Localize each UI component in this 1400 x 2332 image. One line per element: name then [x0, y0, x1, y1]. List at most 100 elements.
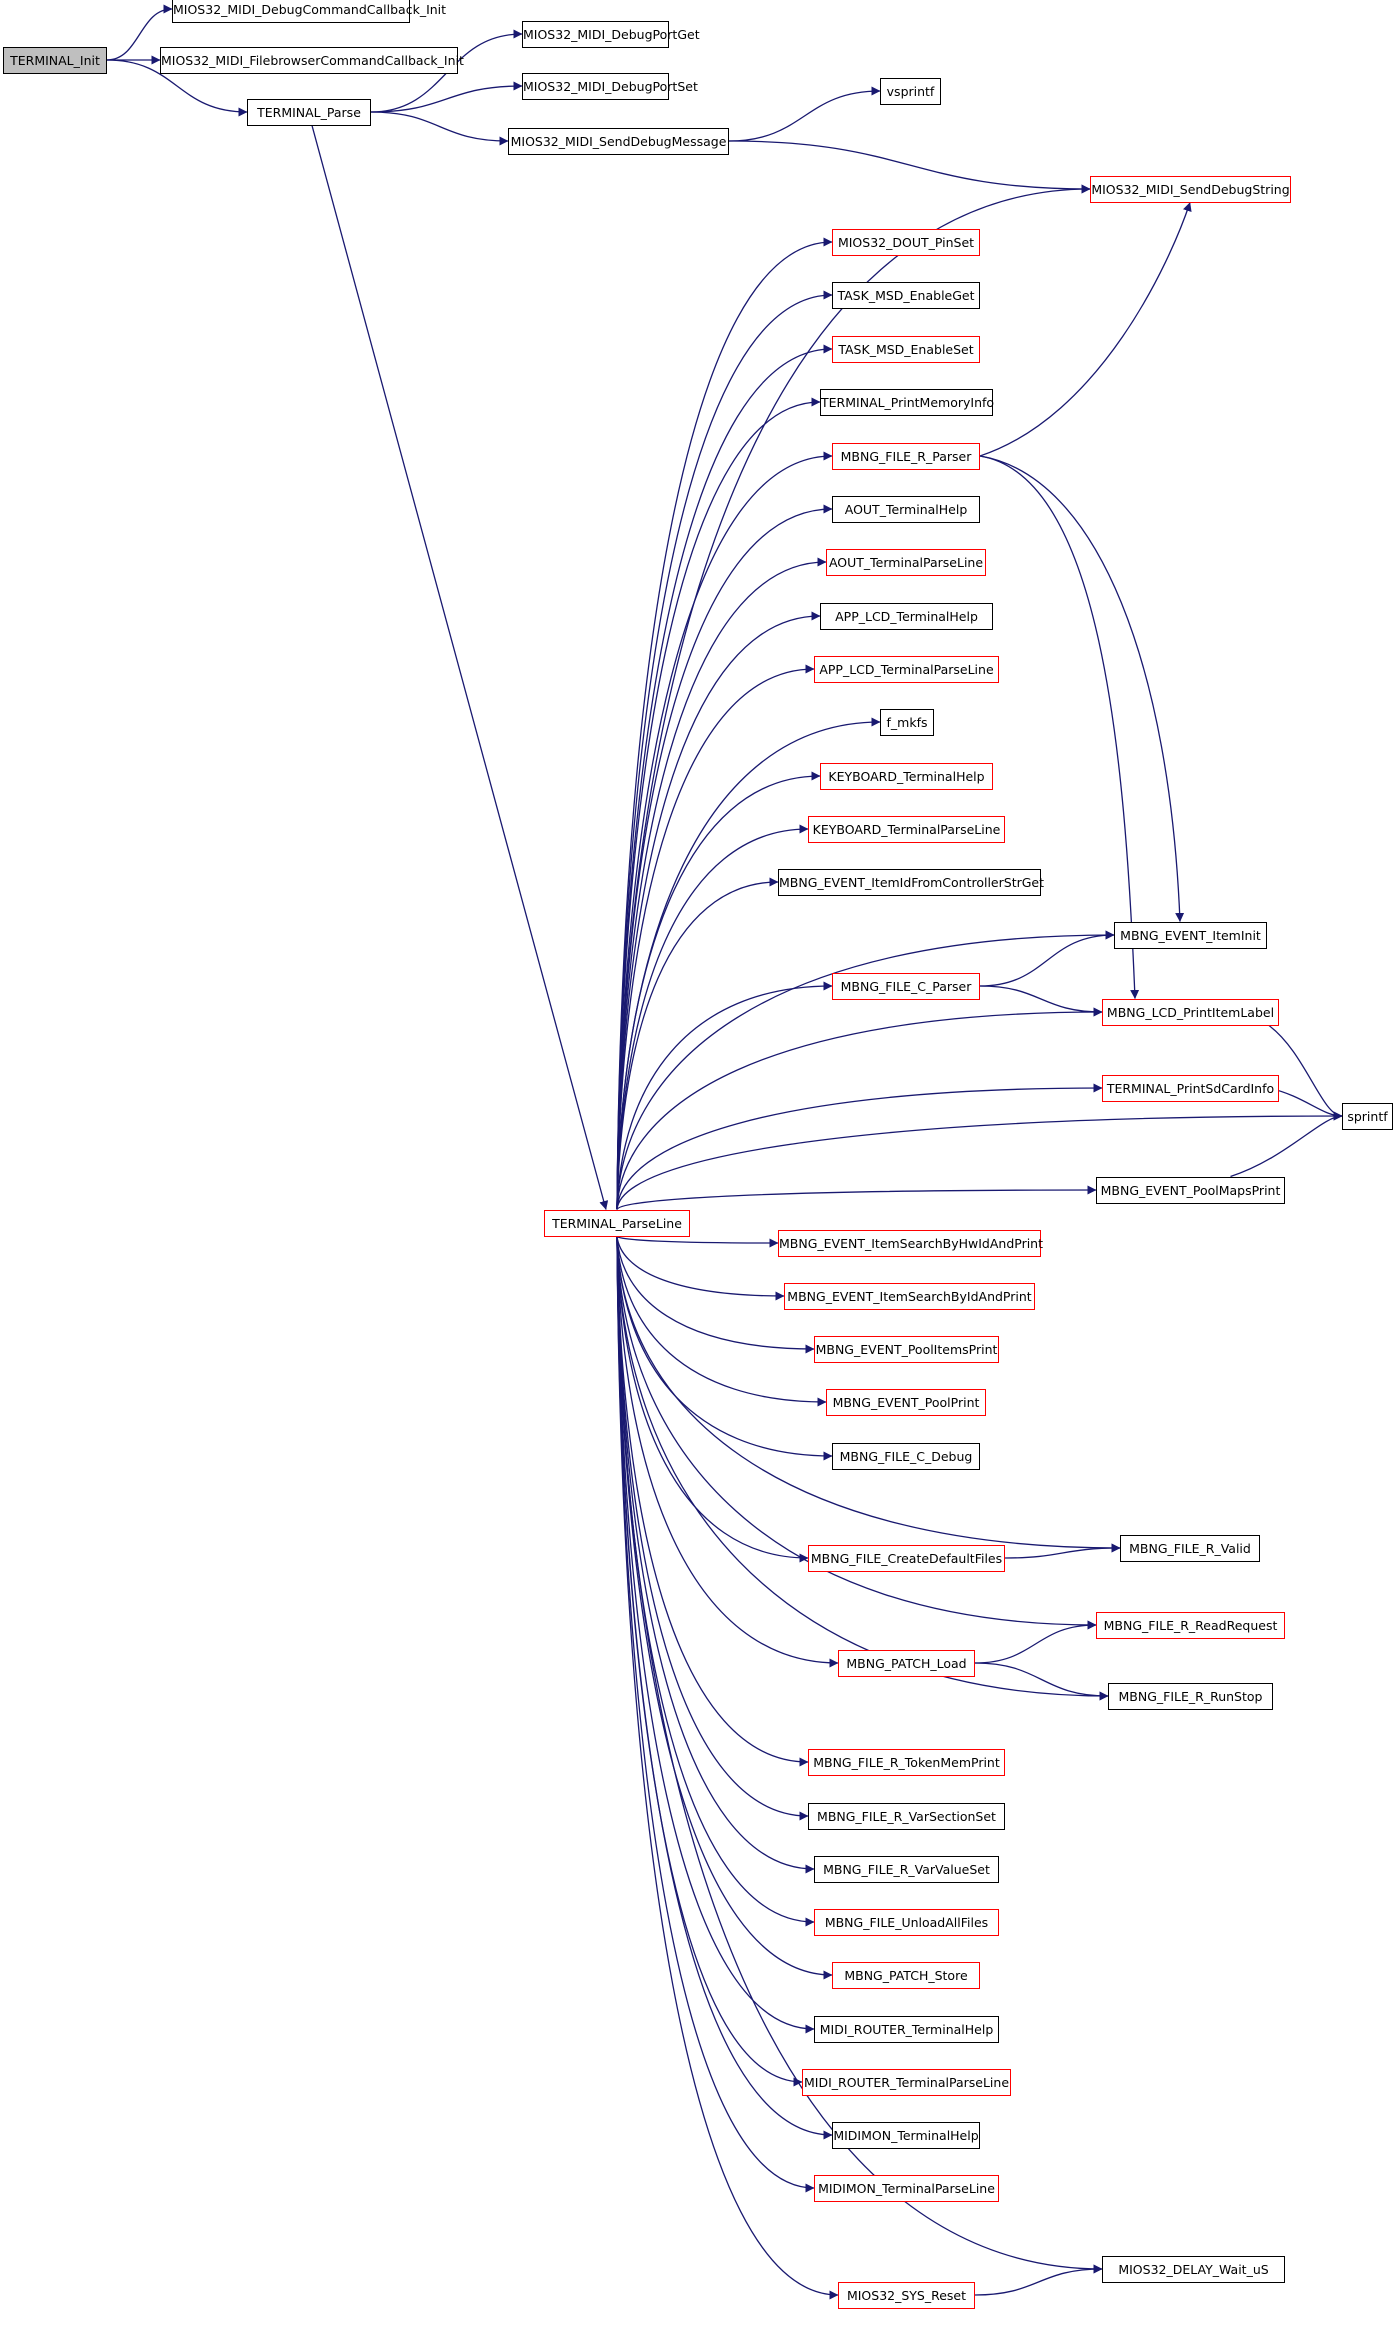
node-label: MIOS32_SYS_Reset: [846, 2287, 967, 2303]
node-mios32-midi-debugportset[interactable]: MIOS32_MIDI_DebugPortSet: [522, 72, 698, 100]
node-label: MBNG_FILE_R_TokenMemPrint: [813, 1754, 1000, 1770]
edge-terminal-parseline-to-mbng-file-r-runstop: [616, 1236, 1109, 1701]
node-label: AOUT_TerminalHelp: [844, 501, 968, 517]
node-mbng-patch-load[interactable]: MBNG_PATCH_Load: [838, 1649, 975, 1677]
node-task-msd-enableset[interactable]: TASK_MSD_EnableSet: [832, 335, 980, 363]
node-label: MBNG_FILE_R_ReadRequest: [1103, 1617, 1278, 1633]
node-label: TERMINAL_ParseLine: [552, 1215, 682, 1231]
node-mbng-event-poolmapsprint[interactable]: MBNG_EVENT_PoolMapsPrint: [1096, 1176, 1285, 1204]
edge-terminal-parseline-to-mbng-file-c-parser: [616, 981, 833, 1210]
node-f-mkfs[interactable]: f_mkfs: [880, 708, 934, 736]
node-midi-router-terminalhelp[interactable]: MIDI_ROUTER_TerminalHelp: [814, 2015, 999, 2043]
edge-terminal-parseline-to-terminal-printmemoryinfo: [616, 397, 821, 1210]
edge-terminal-parseline-to-mbng-file-r-varvalueset: [616, 1236, 815, 1874]
node-mbng-file-r-parser[interactable]: MBNG_FILE_R_Parser: [832, 442, 980, 470]
edge-terminal-parse-to-mios32-midi-debugportset: [370, 81, 523, 113]
edge-mbng-patch-load-to-mbng-file-r-readrequest: [974, 1620, 1097, 1664]
node-label: AOUT_TerminalParseLine: [828, 554, 984, 570]
edge-terminal-parseline-to-mbng-patch-load: [616, 1236, 839, 1668]
node-midimon-terminalhelp[interactable]: MIDIMON_TerminalHelp: [832, 2121, 980, 2149]
node-terminal-printsdcardinfo[interactable]: TERMINAL_PrintSdCardInfo: [1102, 1074, 1279, 1102]
node-midimon-terminalparseline[interactable]: MIDIMON_TerminalParseLine: [814, 2174, 999, 2202]
edge-terminal-parseline-to-sprintf: [616, 1111, 1343, 1210]
edge-mbng-event-poolmapsprint-to-sprintf: [1230, 1111, 1343, 1178]
edge-terminal-parseline-to-mios32-delay-wait-us: [616, 1236, 1103, 2274]
edge-terminal-parseline-to-mbng-event-poolmapsprint: [616, 1185, 1097, 1210]
node-vsprintf[interactable]: vsprintf: [880, 77, 941, 105]
node-app-lcd-terminalhelp[interactable]: APP_LCD_TerminalHelp: [820, 602, 993, 630]
node-mbng-file-r-valid[interactable]: MBNG_FILE_R_Valid: [1120, 1534, 1260, 1562]
node-label: TERMINAL_PrintSdCardInfo: [1106, 1080, 1275, 1096]
node-mbng-file-r-readrequest[interactable]: MBNG_FILE_R_ReadRequest: [1096, 1611, 1285, 1639]
node-app-lcd-terminalparseline[interactable]: APP_LCD_TerminalParseLine: [814, 655, 999, 683]
edge-mios32-sys-reset-to-mios32-delay-wait-us: [974, 2264, 1103, 2296]
node-mbng-event-poolitemsprint[interactable]: MBNG_EVENT_PoolItemsPrint: [814, 1335, 999, 1363]
edges-group: [106, 4, 1343, 2300]
node-mios32-midi-debugcommandcallback-init[interactable]: MIOS32_MIDI_DebugCommandCallback_Init: [172, 0, 446, 23]
edge-terminal-init-to-mios32-midi-debugcommandcallback-init: [106, 4, 173, 61]
node-mbng-event-itemsearchbyhwidandprint[interactable]: MBNG_EVENT_ItemSearchByHwIdAndPrint: [778, 1229, 1043, 1257]
node-mbng-file-r-runstop[interactable]: MBNG_FILE_R_RunStop: [1108, 1682, 1273, 1710]
edge-mbng-file-c-parser-to-mbng-event-iteminit: [979, 930, 1115, 987]
node-terminal-printmemoryinfo[interactable]: TERMINAL_PrintMemoryInfo: [820, 388, 995, 416]
node-label: MBNG_FILE_R_Parser: [840, 448, 972, 464]
node-label: MIOS32_MIDI_SendDebugString: [1091, 181, 1290, 197]
node-sprintf[interactable]: sprintf: [1342, 1102, 1393, 1130]
node-mbng-lcd-printitemlabel[interactable]: MBNG_LCD_PrintItemLabel: [1102, 998, 1279, 1026]
node-mios32-delay-wait-us[interactable]: MIOS32_DELAY_Wait_uS: [1102, 2255, 1285, 2283]
node-label: MIOS32_MIDI_DebugPortSet: [523, 78, 698, 94]
edge-terminal-parseline-to-app-lcd-terminalhelp: [616, 611, 821, 1210]
node-keyboard-terminalparseline[interactable]: KEYBOARD_TerminalParseLine: [808, 815, 1005, 843]
node-label: MBNG_EVENT_ItemIdFromControllerStrGet: [779, 874, 1045, 890]
node-mios32-midi-senddebugstring[interactable]: MIOS32_MIDI_SendDebugString: [1090, 175, 1291, 203]
node-mios32-sys-reset[interactable]: MIOS32_SYS_Reset: [838, 2281, 975, 2309]
edge-terminal-parseline-to-app-lcd-terminalparseline: [616, 664, 815, 1210]
node-label: TERMINAL_PrintMemoryInfo: [821, 394, 995, 410]
node-label: MBNG_EVENT_ItemInit: [1120, 927, 1261, 943]
node-label: MBNG_FILE_CreateDefaultFiles: [810, 1550, 1003, 1566]
edge-terminal-parseline-to-mbng-event-itemsearchbyidandprint: [616, 1236, 785, 1301]
node-terminal-init[interactable]: TERMINAL_Init: [3, 46, 107, 74]
node-label: MIDI_ROUTER_TerminalHelp: [819, 2021, 994, 2037]
node-terminal-parseline[interactable]: TERMINAL_ParseLine: [544, 1209, 690, 1237]
edge-terminal-parseline-to-aout-terminalparseline: [616, 557, 827, 1210]
node-keyboard-terminalhelp[interactable]: KEYBOARD_TerminalHelp: [820, 762, 993, 790]
edge-mbng-file-r-parser-to-mios32-midi-senddebugstring: [979, 202, 1192, 457]
node-label: MBNG_FILE_R_VarSectionSet: [817, 1808, 996, 1824]
node-midi-router-terminalparseline[interactable]: MIDI_ROUTER_TerminalParseLine: [802, 2068, 1011, 2096]
node-mbng-file-c-debug[interactable]: MBNG_FILE_C_Debug: [832, 1442, 980, 1470]
node-mbng-event-itemidfromcontrollerstrget[interactable]: MBNG_EVENT_ItemIdFromControllerStrGet: [778, 868, 1045, 896]
node-mbng-file-createdefaultfiles[interactable]: MBNG_FILE_CreateDefaultFiles: [808, 1544, 1005, 1572]
node-mios32-dout-pinset[interactable]: MIOS32_DOUT_PinSet: [832, 228, 980, 256]
edge-terminal-parseline-to-midi-router-terminalhelp: [616, 1236, 815, 2034]
node-label: TASK_MSD_EnableSet: [838, 341, 974, 357]
node-mios32-midi-filebrowsercommandcallback-init[interactable]: MIOS32_MIDI_FilebrowserCommandCallback_I…: [160, 46, 464, 74]
node-mbng-event-itemsearchbyidandprint[interactable]: MBNG_EVENT_ItemSearchByIdAndPrint: [784, 1282, 1035, 1310]
node-label: KEYBOARD_TerminalHelp: [828, 768, 985, 784]
node-mbng-event-iteminit[interactable]: MBNG_EVENT_ItemInit: [1114, 921, 1267, 949]
node-label: MBNG_PATCH_Store: [844, 1967, 968, 1983]
node-label: MBNG_FILE_R_RunStop: [1118, 1688, 1263, 1704]
node-mios32-midi-senddebugmessage[interactable]: MIOS32_MIDI_SendDebugMessage: [508, 127, 729, 155]
node-label: MBNG_FILE_C_Parser: [840, 978, 972, 994]
node-mbng-file-unloadallfiles[interactable]: MBNG_FILE_UnloadAllFiles: [814, 1908, 999, 1936]
edge-terminal-parseline-to-mbng-event-itemidfromcontrollerstrget: [616, 877, 779, 1210]
edge-mios32-midi-senddebugmessage-to-vsprintf: [728, 86, 881, 142]
node-mbng-file-r-varvalueset[interactable]: MBNG_FILE_R_VarValueSet: [814, 1855, 999, 1883]
node-mbng-event-poolprint[interactable]: MBNG_EVENT_PoolPrint: [826, 1388, 986, 1416]
node-label: MBNG_FILE_C_Debug: [839, 1448, 973, 1464]
node-label: TERMINAL_Parse: [257, 104, 361, 120]
edge-mios32-midi-senddebugmessage-to-mios32-midi-senddebugstring: [728, 140, 1091, 194]
node-mbng-patch-store[interactable]: MBNG_PATCH_Store: [832, 1961, 980, 1989]
node-terminal-parse[interactable]: TERMINAL_Parse: [247, 98, 371, 126]
node-mbng-file-c-parser[interactable]: MBNG_FILE_C_Parser: [832, 972, 980, 1000]
edge-mbng-file-r-parser-to-mbng-event-iteminit: [979, 455, 1185, 922]
node-mbng-file-r-varsectionset[interactable]: MBNG_FILE_R_VarSectionSet: [808, 1802, 1005, 1830]
node-aout-terminalparseline[interactable]: AOUT_TerminalParseLine: [826, 548, 986, 576]
node-mios32-midi-debugportget[interactable]: MIOS32_MIDI_DebugPortGet: [522, 20, 700, 48]
node-mbng-file-r-tokenmemprint[interactable]: MBNG_FILE_R_TokenMemPrint: [808, 1748, 1005, 1776]
node-label: MIDIMON_TerminalParseLine: [818, 2180, 995, 2196]
node-task-msd-enableget[interactable]: TASK_MSD_EnableGet: [832, 281, 980, 309]
node-aout-terminalhelp[interactable]: AOUT_TerminalHelp: [832, 495, 980, 523]
